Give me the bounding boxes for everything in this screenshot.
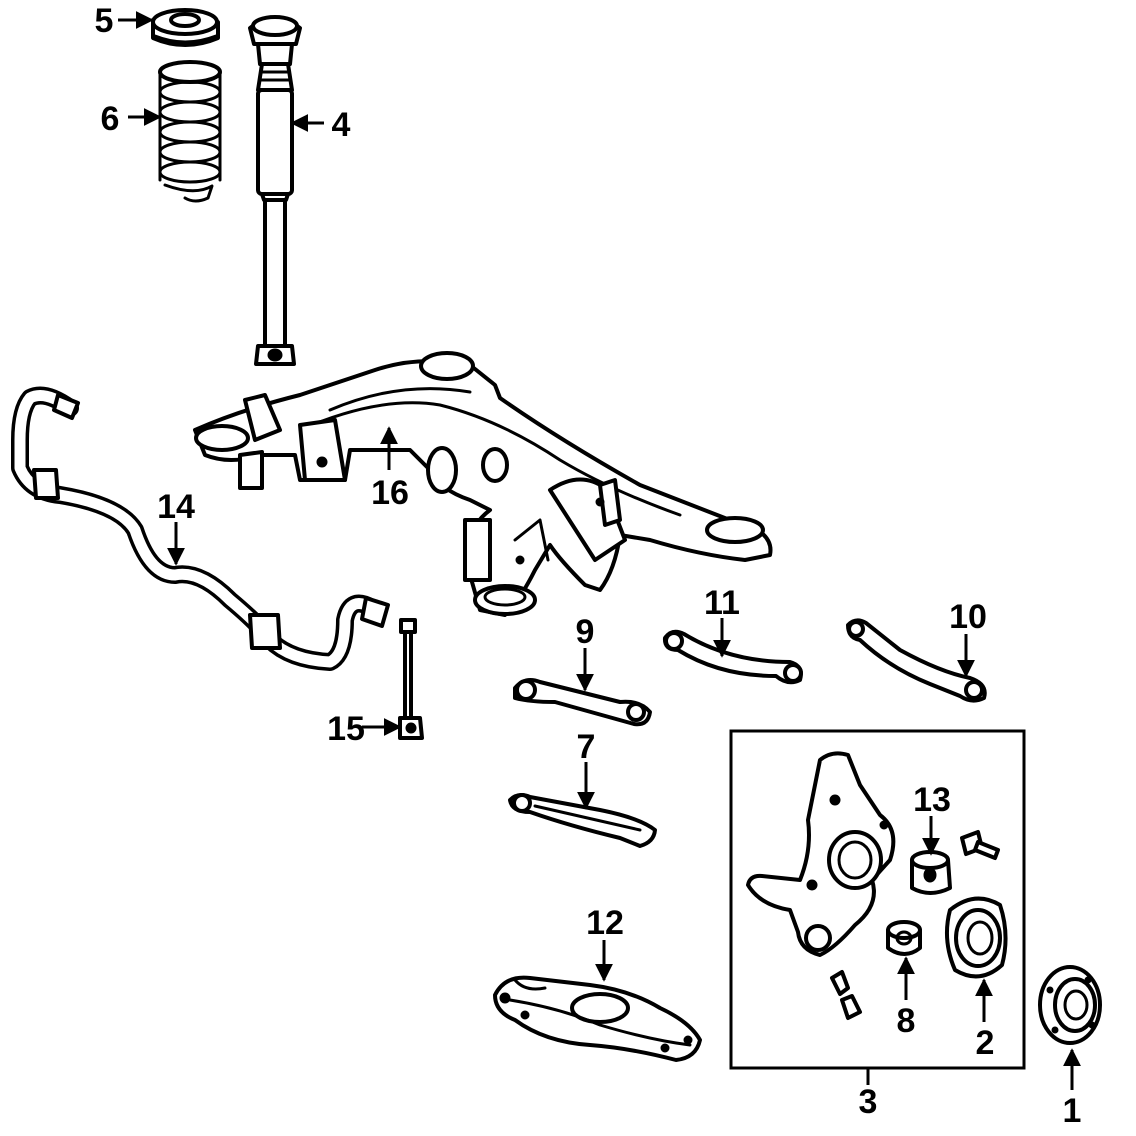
bushing-part-8 bbox=[886, 920, 922, 956]
stabilizer-bar-part-14 bbox=[11, 386, 390, 671]
callout-12: 12 bbox=[586, 904, 624, 942]
callout-11: 11 bbox=[704, 584, 740, 622]
callout-7: 7 bbox=[577, 728, 596, 766]
spring-seat-part-5 bbox=[151, 8, 220, 47]
coil-spring-part-6 bbox=[158, 60, 222, 203]
wheel-bearing-part-2 bbox=[944, 896, 1008, 979]
knuckle-part-3 bbox=[746, 751, 896, 957]
control-arm-part-9 bbox=[513, 678, 652, 727]
callout-8: 8 bbox=[897, 1002, 916, 1040]
callout-1: 1 bbox=[1063, 1092, 1082, 1130]
callout-labels: 5 6 4 14 16 15 9 11 10 7 12 13 8 2 3 1 bbox=[95, 2, 1082, 1130]
callout-16: 16 bbox=[371, 474, 409, 512]
bushing-part-13 bbox=[910, 850, 952, 895]
knuckle-kit-box-part-3 bbox=[729, 729, 1026, 1070]
callout-9: 9 bbox=[576, 613, 595, 651]
control-arm-part-10 bbox=[846, 618, 987, 703]
callout-4: 4 bbox=[332, 106, 351, 144]
lateral-link-part-7 bbox=[508, 793, 657, 848]
callout-13: 13 bbox=[913, 781, 951, 819]
callout-10: 10 bbox=[949, 598, 987, 636]
callout-14: 14 bbox=[157, 488, 195, 526]
control-arm-part-11 bbox=[662, 629, 803, 685]
stabilizer-link-part-15 bbox=[398, 618, 424, 740]
sensor-clip bbox=[830, 970, 862, 1020]
leader-lines bbox=[118, 11, 1081, 1090]
callout-15: 15 bbox=[327, 710, 365, 748]
callout-5: 5 bbox=[95, 2, 114, 40]
callout-6: 6 bbox=[101, 100, 120, 138]
subframe-part-16 bbox=[193, 351, 773, 617]
callout-2: 2 bbox=[976, 1024, 995, 1062]
shock-absorber-part-4 bbox=[248, 15, 302, 366]
knuckle-bolt bbox=[960, 830, 1000, 860]
lower-control-arm-part-12 bbox=[493, 975, 702, 1062]
wheel-hub-part-1 bbox=[1038, 965, 1102, 1045]
callout-3: 3 bbox=[859, 1083, 878, 1121]
